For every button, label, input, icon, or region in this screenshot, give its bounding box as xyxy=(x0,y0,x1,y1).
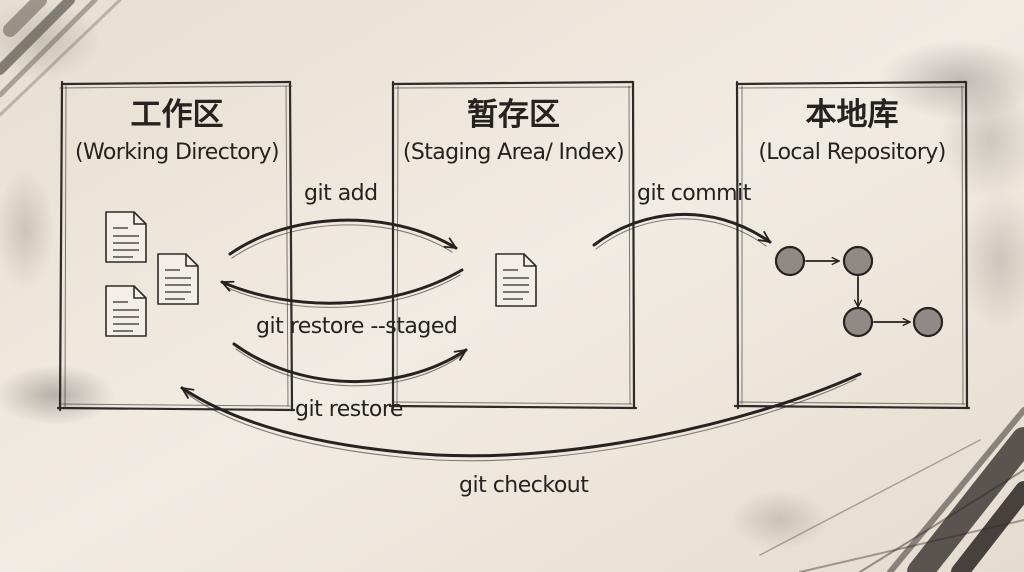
git-restore-label: git restore xyxy=(295,397,403,422)
staging-area-subtitle: (Staging Area/ Index) xyxy=(402,140,625,165)
local-repository-subtitle: (Local Repository) xyxy=(758,140,946,165)
git-restore-arrow xyxy=(232,342,468,384)
git-checkout-arrow xyxy=(180,372,862,458)
file-icon xyxy=(495,253,537,307)
staging-area-title: 暂存区 xyxy=(467,97,560,133)
git-add-label: git add xyxy=(304,181,378,206)
charcoal-smudge-bottom-right xyxy=(759,407,1024,572)
git-commit-label: git commit xyxy=(637,181,751,206)
working-directory-box xyxy=(56,80,296,412)
staging-area-box xyxy=(388,80,638,410)
git-restore-staged-label: git restore --staged xyxy=(256,314,458,339)
file-icon xyxy=(105,285,147,337)
git-commit-arrow xyxy=(592,212,772,247)
git-add-arrow xyxy=(228,218,458,256)
file-icon xyxy=(105,211,147,263)
git-restore-staged-arrow xyxy=(220,268,464,305)
file-icon xyxy=(157,253,199,305)
working-directory-subtitle: (Working Directory) xyxy=(75,140,279,165)
git-checkout-label: git checkout xyxy=(459,473,589,498)
commit-graph xyxy=(774,245,944,338)
commit-node-icon xyxy=(842,306,874,338)
local-repository-title: 本地库 xyxy=(805,97,899,133)
commit-node-icon xyxy=(774,245,806,277)
commit-node-icon xyxy=(842,245,874,277)
commit-node-icon xyxy=(912,306,944,338)
working-directory-title: 工作区 xyxy=(130,97,224,133)
